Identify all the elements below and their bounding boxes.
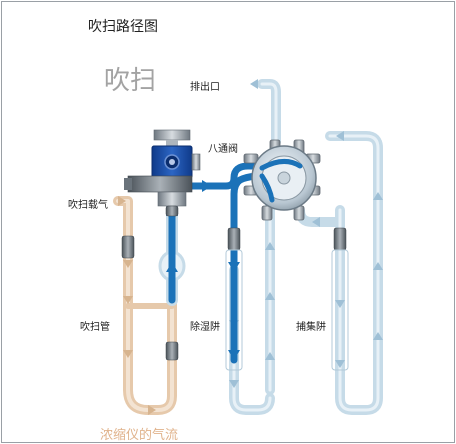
light-flow-arrows — [229, 79, 383, 388]
trap-columns — [225, 249, 349, 371]
purge-valve-block — [124, 129, 201, 207]
outlet-label: 排出口 — [190, 82, 220, 93]
capture-trap-label: 捕集阱 — [296, 322, 326, 333]
purge-tube-path — [113, 196, 177, 415]
dryer-trap-label: 除湿阱 — [190, 322, 220, 333]
eight-port-valve — [243, 139, 321, 221]
concentrator-flow-caption: 浓缩仪的气流 — [100, 427, 179, 442]
diagram-title: 吹扫路径图 — [88, 18, 158, 34]
purge-tube-label: 吹扫管 — [80, 322, 110, 333]
eight-port-valve-label: 八通阀 — [208, 144, 238, 155]
tube-fittings — [121, 205, 347, 361]
purge-carrier-gas-label: 吹扫载气 — [68, 200, 108, 211]
mode-label: 吹扫 — [104, 65, 157, 95]
